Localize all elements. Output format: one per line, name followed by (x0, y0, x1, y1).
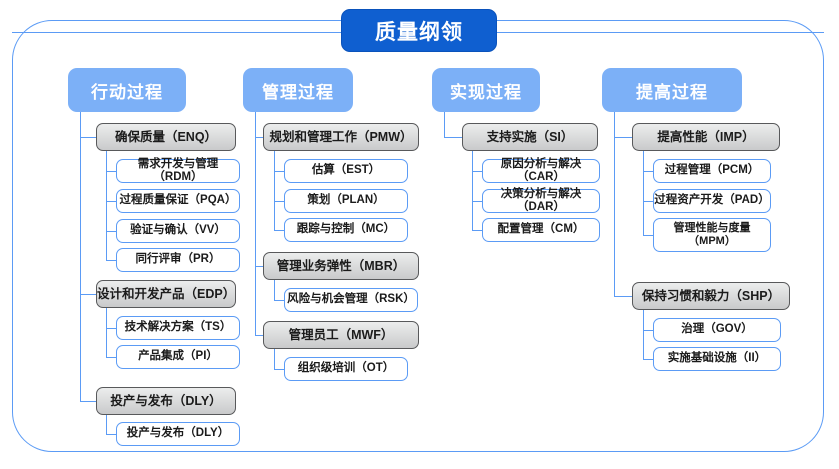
connector-edp-stub-2 (106, 357, 116, 359)
group-box-shp[interactable]: 保持习惯和毅力（SHP） (632, 282, 790, 310)
leaf-box-pr[interactable]: 同行评审（PR） (116, 248, 240, 272)
connector-shp-stub-1 (643, 330, 653, 332)
connector-mwf-stub-1 (274, 369, 284, 371)
connector-col2-stub-2 (255, 266, 263, 268)
leaf-box-ts[interactable]: 技术解决方案（TS） (116, 316, 240, 340)
connector-enq-stub-2 (106, 201, 116, 203)
group-box-pmw[interactable]: 规划和管理工作（PMW） (263, 123, 419, 151)
group-box-mwf[interactable]: 管理员工（MWF） (263, 321, 419, 349)
connector-pmw-stub-2 (274, 201, 284, 203)
leaf-box-dar[interactable]: 决策分析与解决（DAR） (482, 188, 600, 213)
connector-si-stub-1 (472, 171, 482, 173)
connector-imp-stub-1 (643, 171, 653, 173)
leaf-box-est[interactable]: 估算（EST） (284, 159, 408, 183)
leaf-box-gov[interactable]: 治理（GOV） (653, 318, 781, 342)
connector-pmw-spine (274, 151, 276, 231)
group-box-dly[interactable]: 投产与发布（DLY） (96, 387, 236, 415)
connector-root-left (12, 32, 342, 34)
group-box-enq[interactable]: 确保质量（ENQ） (96, 123, 236, 151)
leaf-box-pcm[interactable]: 过程管理（PCM） (653, 159, 771, 183)
root-title-node: 质量纲领 (341, 9, 497, 52)
category-header-1[interactable]: 行动过程 (68, 68, 186, 112)
connector-col2-stub-3 (255, 335, 263, 337)
connector-mwf-spine (274, 349, 276, 370)
connector-imp-stub-3 (643, 235, 653, 237)
group-box-mbr[interactable]: 管理业务弹性（MBR） (263, 252, 419, 280)
connector-col1-spine (80, 112, 82, 402)
connector-si-stub-2 (472, 201, 482, 203)
leaf-box-rsk[interactable]: 风险与机会管理（RSK） (284, 288, 418, 312)
group-box-si[interactable]: 支持实施（SI） (462, 123, 598, 151)
group-box-imp[interactable]: 提高性能（IMP） (632, 123, 780, 151)
group-box-edp[interactable]: 设计和开发产品（EDP） (96, 280, 236, 308)
connector-enq-stub-1 (106, 171, 116, 173)
connector-dly-spine (106, 415, 108, 435)
connector-root-right (497, 32, 824, 34)
category-header-2[interactable]: 管理过程 (243, 68, 353, 112)
connector-col2-spine (255, 112, 257, 336)
connector-enq-stub-3 (106, 231, 116, 233)
connector-col4-stub-2 (614, 296, 632, 298)
connector-si-spine (472, 151, 474, 231)
leaf-box-plan[interactable]: 策划（PLAN） (284, 189, 408, 213)
connector-col1-stub-1 (80, 137, 96, 139)
leaf-box-pad[interactable]: 过程资产开发（PAD） (653, 189, 771, 213)
connector-col1-stub-2 (80, 294, 96, 296)
connector-pmw-stub-1 (274, 171, 284, 173)
connector-imp-stub-2 (643, 201, 653, 203)
category-header-4[interactable]: 提高过程 (602, 68, 742, 112)
connector-col1-stub-3 (80, 401, 96, 403)
leaf-box-ii[interactable]: 实施基础设施（II） (653, 347, 781, 371)
leaf-box-pqa[interactable]: 过程质量保证（PQA） (116, 189, 240, 213)
leaf-box-cm[interactable]: 配置管理（CM） (482, 218, 600, 242)
connector-si-stub-3 (472, 230, 482, 232)
leaf-box-car[interactable]: 原因分析与解决（CAR） (482, 158, 600, 183)
connector-col4-stub-1 (614, 137, 632, 139)
connector-edp-stub-1 (106, 328, 116, 330)
leaf-box-dly-item[interactable]: 投产与发布（DLY） (116, 422, 240, 446)
connector-mbr-spine (274, 280, 276, 301)
connector-mbr-stub-1 (274, 300, 284, 302)
connector-shp-spine (643, 310, 645, 360)
connector-shp-stub-2 (643, 359, 653, 361)
connector-pmw-stub-3 (274, 230, 284, 232)
connector-edp-spine (106, 308, 108, 358)
connector-enq-stub-4 (106, 260, 116, 262)
leaf-box-pi[interactable]: 产品集成（PI） (116, 345, 240, 369)
leaf-box-ot[interactable]: 组织级培训（OT） (284, 357, 408, 381)
connector-dly-stub-1 (106, 434, 116, 436)
connector-col3-spine (444, 112, 446, 138)
category-header-3[interactable]: 实现过程 (432, 68, 540, 112)
connector-col4-spine (614, 112, 616, 297)
connector-col2-stub-1 (255, 137, 263, 139)
leaf-box-mpm[interactable]: 管理性能与度量 （MPM） (653, 218, 771, 252)
connector-enq-spine (106, 151, 108, 260)
leaf-box-mc[interactable]: 跟踪与控制（MC） (284, 218, 408, 242)
leaf-box-rdm[interactable]: 需求开发与管理（RDM） (116, 158, 240, 183)
connector-imp-spine (643, 151, 645, 236)
leaf-box-vv[interactable]: 验证与确认（VV） (116, 219, 240, 243)
connector-col3-stub-1 (444, 137, 462, 139)
